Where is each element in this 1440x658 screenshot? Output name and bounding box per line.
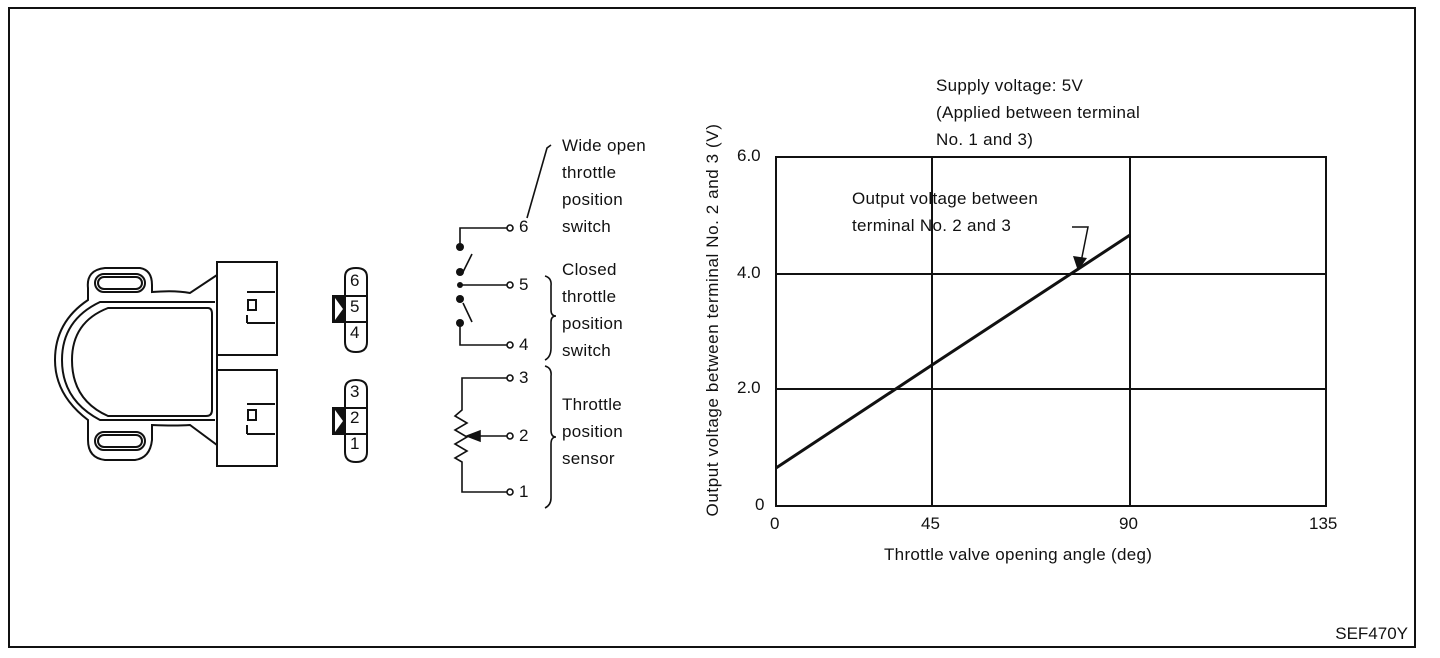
xtick-0: 0 xyxy=(770,514,780,533)
pin-6: 6 xyxy=(350,271,360,290)
supply-voltage-note: Supply voltage: 5V (Applied between term… xyxy=(936,76,1141,149)
x-axis-label: Throttle valve opening angle (deg) xyxy=(884,545,1153,564)
terminal-2: 2 xyxy=(519,426,529,445)
figure-frame xyxy=(8,7,1416,648)
pin-2: 2 xyxy=(350,408,360,427)
chart-plot-area xyxy=(775,156,1327,507)
ytick-6: 6.0 xyxy=(737,146,761,165)
label-position-sensor: Throttle position sensor xyxy=(562,395,623,468)
terminal-3: 3 xyxy=(519,368,529,387)
circuit-schematic xyxy=(453,144,557,509)
terminal-5: 5 xyxy=(519,275,529,294)
figure-code: SEF470Y xyxy=(1335,624,1408,643)
switch-contacts-icon xyxy=(456,243,464,327)
terminal-1: 1 xyxy=(519,482,529,501)
xtick-45: 45 xyxy=(921,514,940,533)
terminal-4: 4 xyxy=(519,335,529,354)
output-voltage-line xyxy=(775,233,1131,470)
label-wide-open-switch: Wide open throttle position switch xyxy=(562,136,646,236)
y-axis-label: Output voltage between terminal No. 2 an… xyxy=(703,123,722,517)
throttle-sensor-body-icon xyxy=(53,261,278,467)
terminal-6: 6 xyxy=(519,217,529,236)
ytick-4: 4.0 xyxy=(737,263,761,282)
xtick-135: 135 xyxy=(1309,514,1338,533)
pin-1: 1 xyxy=(350,434,360,453)
label-closed-switch: Closed throttle position switch xyxy=(562,260,623,360)
pin-3: 3 xyxy=(350,382,360,401)
ytick-0: 0 xyxy=(755,495,765,514)
xtick-90: 90 xyxy=(1119,514,1138,533)
ytick-2: 2.0 xyxy=(737,378,761,397)
pin-5: 5 xyxy=(350,297,360,316)
line-annotation: Output voltage between terminal No. 2 an… xyxy=(852,189,1039,235)
connector-pinout-icon xyxy=(332,266,368,464)
pin-4: 4 xyxy=(350,323,360,342)
